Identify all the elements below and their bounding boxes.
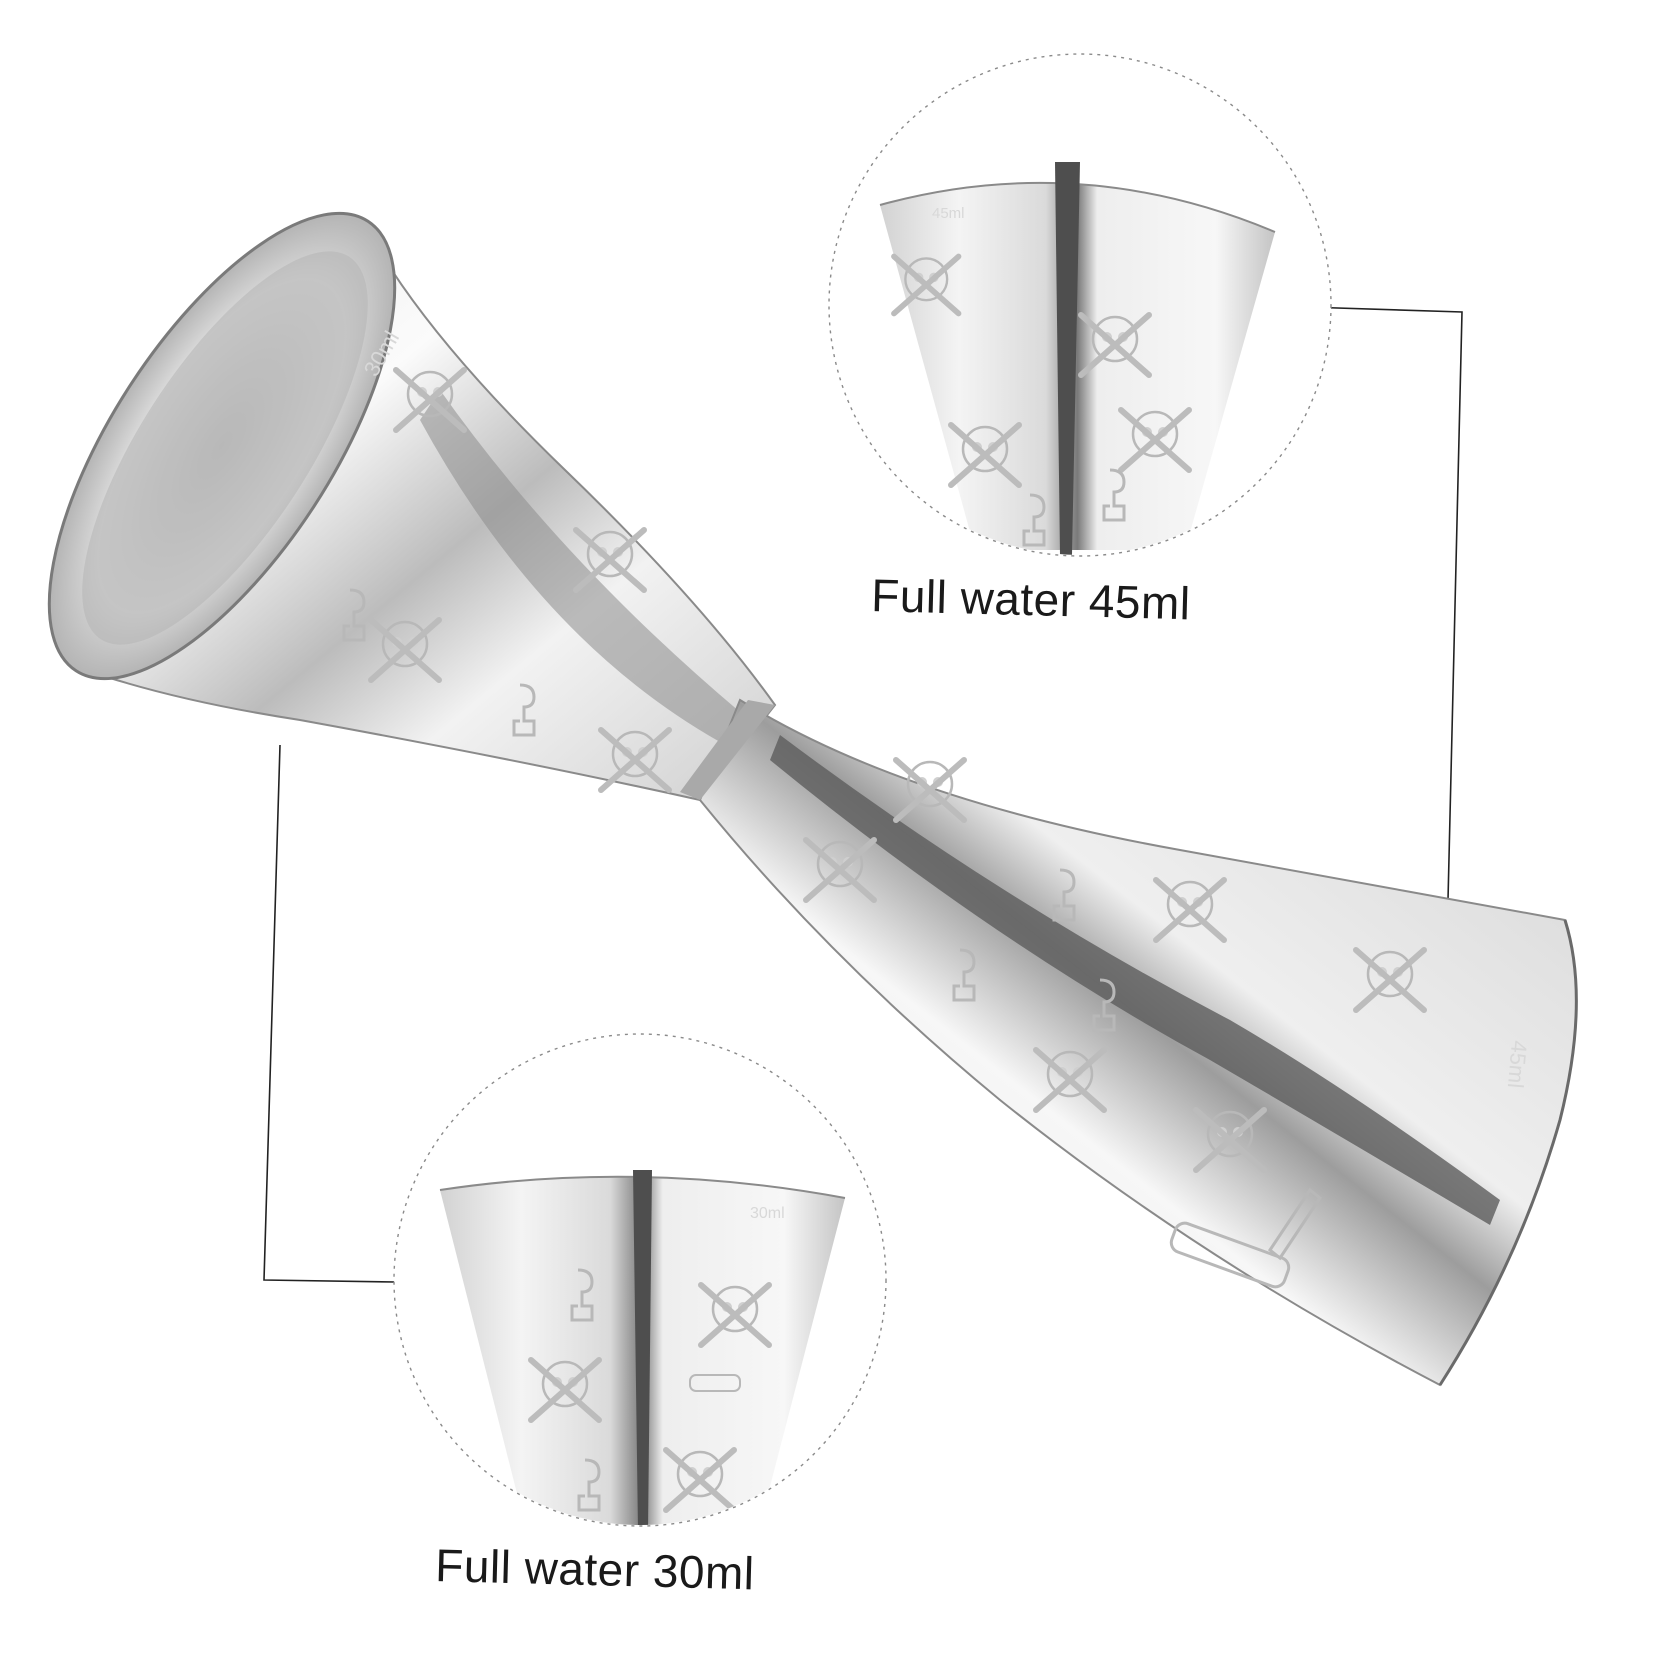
jigger-body: 30ml 45ml <box>47 211 1578 1387</box>
connector-line-30 <box>263 744 397 1283</box>
callout-label-30ml: Full water 30ml <box>434 1538 756 1600</box>
scroll-icon <box>689 1374 741 1392</box>
zoom-marking-45ml: 45ml <box>932 205 965 222</box>
callout-30ml: 30ml <box>393 1033 887 1527</box>
connector-line-45 <box>1305 306 1463 901</box>
zoom-marking-30ml: 30ml <box>750 1205 785 1222</box>
marking-45ml: 45ml <box>1503 1040 1532 1090</box>
callout-label-45ml: Full water 45ml <box>870 568 1192 630</box>
scroll-icon <box>1169 1221 1291 1289</box>
pistol-icon <box>1267 1187 1323 1261</box>
callout-45ml: 45ml <box>828 53 1332 557</box>
